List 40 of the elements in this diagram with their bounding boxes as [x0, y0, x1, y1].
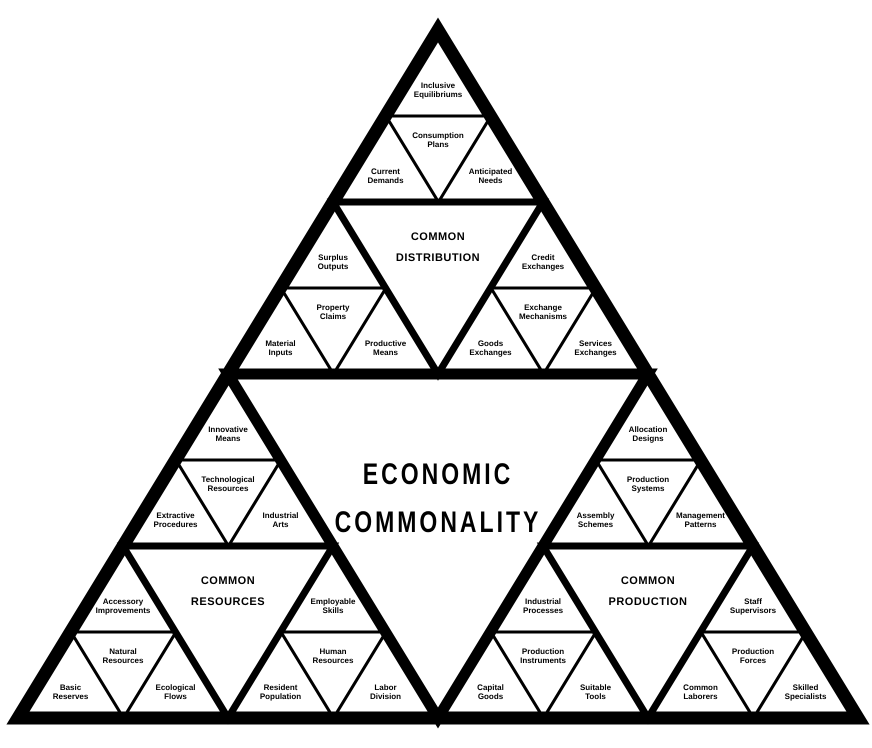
concept-label: Exchange Mechanisms — [518, 302, 568, 322]
concept-label: Current Demands — [368, 167, 404, 186]
concept-label: Natural Resources — [102, 646, 144, 666]
section-heading: COMMON DISTRIBUTION — [396, 230, 480, 266]
concept-label: Surplus Outputs — [318, 253, 348, 272]
concept-label: Management Patterns — [676, 511, 725, 530]
concept-label: Accessory Improvements — [96, 597, 150, 616]
concept-label: Extractive Procedures — [153, 511, 198, 530]
concept-label: Basic Reserves — [52, 683, 88, 702]
concept-label: Assembly Schemes — [576, 511, 614, 530]
concept-label: Productive Means — [364, 339, 406, 358]
concept-label: Human Resources — [312, 646, 354, 666]
concept-label: Innovative Means — [208, 425, 248, 444]
concept-label: Anticipated Needs — [468, 167, 512, 186]
concept-label: Technological Resources — [201, 474, 255, 494]
concept-label: Production Instruments — [520, 646, 566, 666]
concept-label: Common Laborers — [683, 683, 718, 702]
concept-label: Staff Supervisors — [730, 597, 776, 616]
concept-label: Credit Exchanges — [522, 253, 564, 272]
concept-label: Resident Population — [260, 683, 302, 702]
concept-label: Inclusive Equilibriums — [414, 81, 462, 100]
concept-label: Skilled Specialists — [784, 683, 826, 702]
section-heading: COMMON PRODUCTION — [608, 574, 688, 610]
concept-label: Employable Skills — [310, 597, 356, 616]
concept-label: Production Forces — [732, 646, 774, 666]
concept-label: Capital Goods — [477, 683, 504, 702]
concept-label: Material Inputs — [265, 339, 296, 358]
concept-label: Goods Exchanges — [469, 339, 512, 358]
concept-label: Industrial Arts — [262, 511, 298, 530]
concept-label: Suitable Tools — [580, 683, 612, 702]
concept-label: Allocation Designs — [628, 425, 668, 444]
main-heading: ECONOMIC COMMONALITY — [334, 456, 542, 540]
concept-label: Production Systems — [626, 474, 670, 494]
section-heading: COMMON RESOURCES — [190, 574, 266, 610]
concept-label: Consumption Plans — [412, 130, 464, 150]
concept-label: Labor Division — [370, 683, 402, 702]
concept-label: Ecological Flows — [156, 683, 196, 702]
concept-label: Property Claims — [316, 302, 350, 322]
concept-label: Industrial Processes — [522, 597, 564, 616]
concept-label: Services Exchanges — [574, 339, 617, 358]
